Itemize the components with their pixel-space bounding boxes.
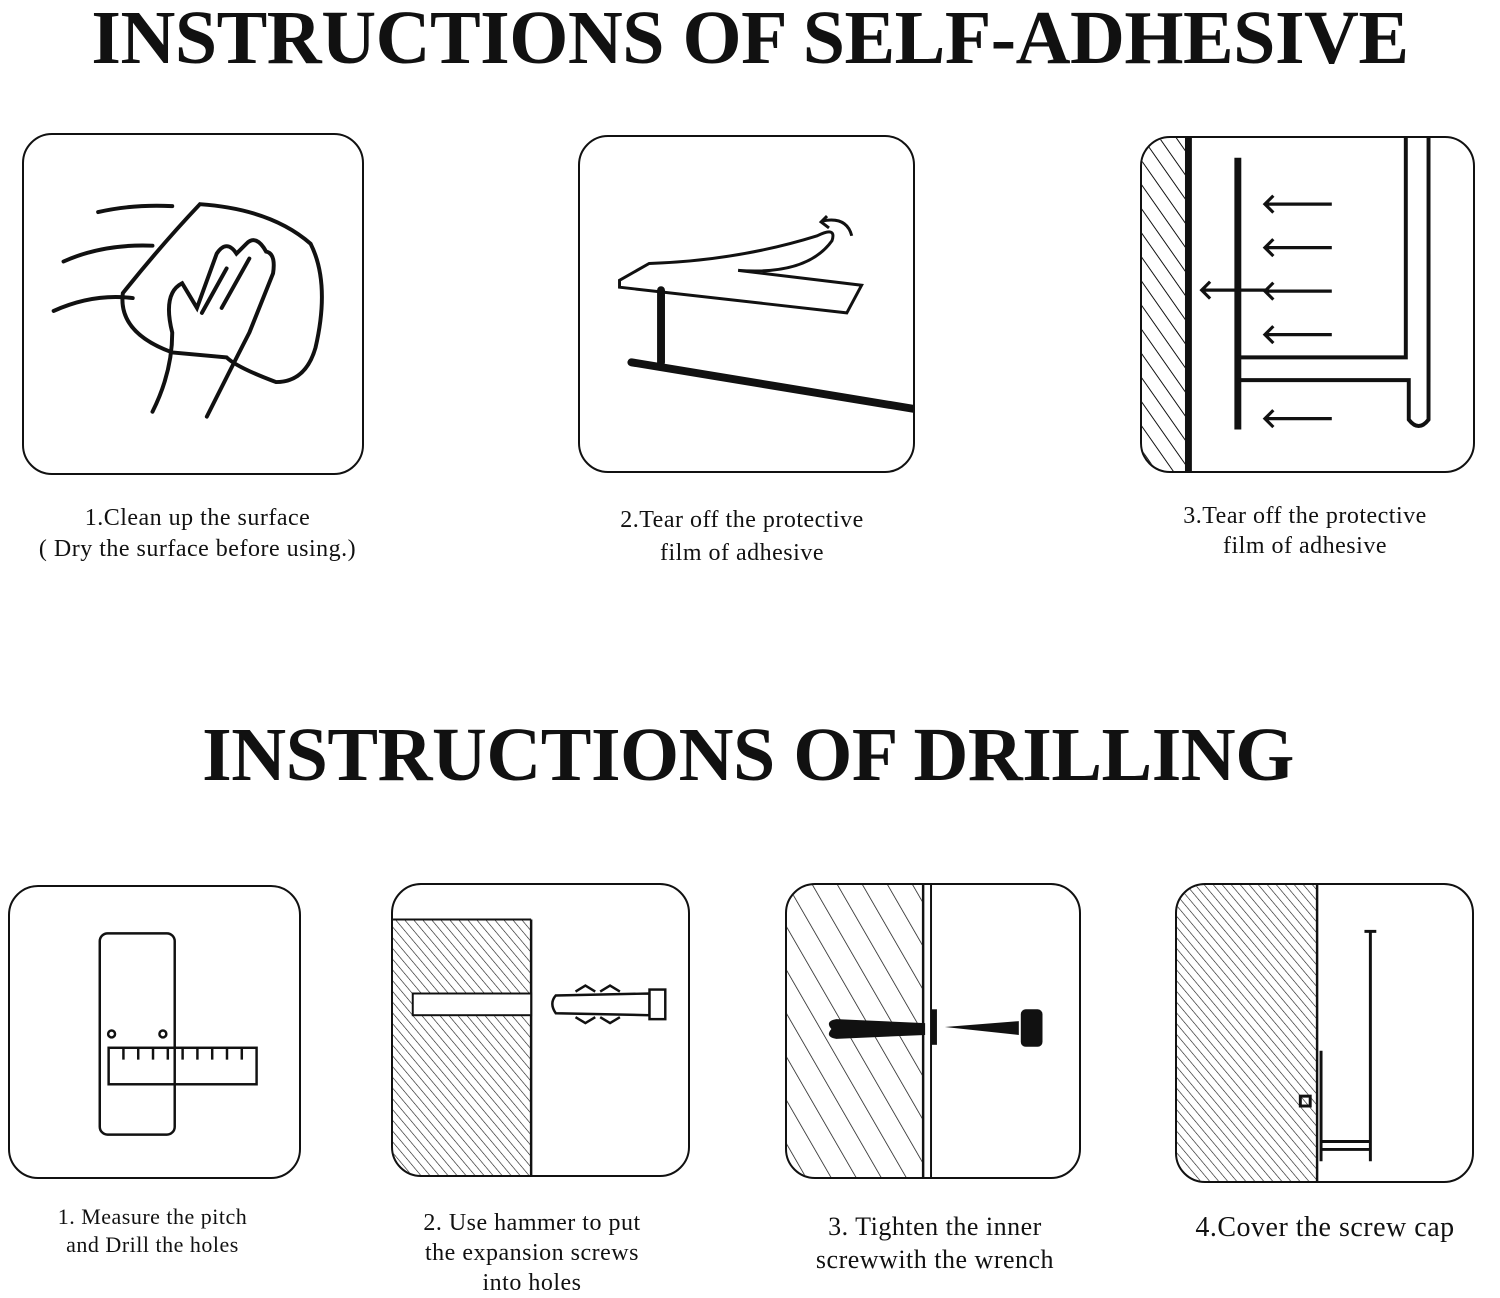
- step-anchor-caption: 2. Use hammer to put the expansion screw…: [382, 1208, 682, 1298]
- caption-line: 1.Clean up the surface: [84, 505, 311, 531]
- step-press-caption: 3.Tear off the protective film of adhesi…: [1105, 501, 1500, 561]
- expansion-anchor-icon: [393, 918, 667, 1175]
- svg-text:🡐: 🡐: [1197, 273, 1271, 306]
- svg-text:🡐: 🡐: [1261, 187, 1335, 220]
- self-adhesive-title: INSTRUCTIONS OF SELF-ADHESIVE: [91, 0, 1409, 80]
- press-to-wall-icon: 🡐🡐🡐🡐🡐🡐: [1142, 138, 1431, 471]
- peel-film-icon: [618, 215, 913, 413]
- caption-line: 3. Tighten the inner: [828, 1212, 1042, 1241]
- svg-text:🡐: 🡐: [1261, 318, 1335, 351]
- step-clean-panel: [22, 133, 364, 475]
- caption-line: the expansion screws: [425, 1240, 639, 1266]
- step-measure-caption: 1. Measure the pitch and Drill the holes: [0, 1203, 305, 1259]
- step-peel-panel: [578, 135, 915, 473]
- screw-cap-icon: [1177, 885, 1377, 1181]
- step-press-panel: 🡐🡐🡐🡐🡐🡐: [1140, 136, 1475, 473]
- step-peel-caption: 2.Tear off the protective film of adhesi…: [542, 504, 942, 570]
- hand-wiping-cloth-icon: [51, 202, 324, 419]
- caption-line: ( Dry the surface before using.): [38, 536, 357, 562]
- caption-line: into holes: [482, 1270, 582, 1296]
- svg-text:🡐: 🡐: [1261, 231, 1335, 264]
- drilling-title: INSTRUCTIONS OF DRILLING: [202, 713, 1294, 797]
- step-cap-caption: 4.Cover the screw cap: [1160, 1212, 1490, 1243]
- step-cap-panel: [1175, 883, 1474, 1183]
- step-measure-panel: [8, 885, 301, 1179]
- caption-line: 2.Tear off the protective: [620, 507, 864, 533]
- screw-tighten-icon: [787, 885, 1043, 1177]
- step-screw-panel: [785, 883, 1081, 1179]
- step-clean-caption: 1.Clean up the surface ( Dry the surface…: [0, 503, 395, 565]
- caption-line: 3.Tear off the protective: [1183, 503, 1427, 529]
- step-screw-caption: 3. Tighten the inner screwwith the wrenc…: [785, 1210, 1085, 1276]
- svg-text:🡐: 🡐: [1261, 402, 1335, 435]
- caption-line: and Drill the holes: [66, 1232, 239, 1257]
- svg-text:🡐: 🡐: [1261, 274, 1335, 307]
- caption-line: film of adhesive: [1223, 533, 1387, 559]
- caption-line: 2. Use hammer to put: [423, 1210, 641, 1236]
- caption-line: 1. Measure the pitch: [57, 1204, 248, 1229]
- caption-line: film of adhesive: [660, 540, 824, 566]
- step-anchor-panel: [391, 883, 690, 1177]
- caption-line: 4.Cover the screw cap: [1195, 1212, 1455, 1243]
- ruler-measure-icon: [98, 932, 258, 1136]
- caption-line: screwwith the wrench: [815, 1245, 1055, 1274]
